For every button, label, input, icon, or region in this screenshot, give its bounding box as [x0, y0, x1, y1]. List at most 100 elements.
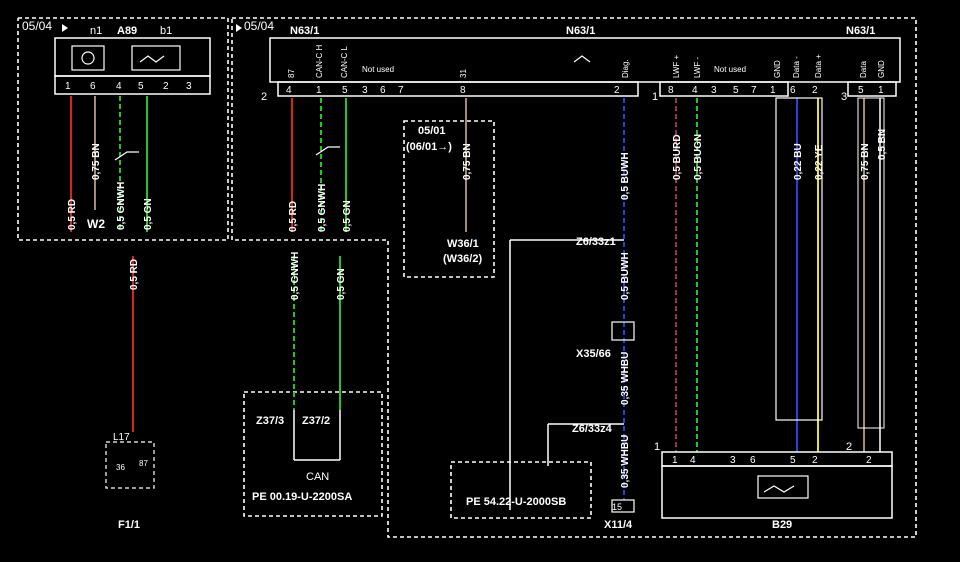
svg-text:0,5 RD: 0,5 RD — [67, 199, 78, 230]
w36-frame — [403, 120, 495, 278]
svg-text:2: 2 — [866, 455, 872, 466]
svg-text:6: 6 — [90, 81, 96, 92]
pe-center-frame — [450, 461, 592, 519]
svg-text:0,5 BUWH: 0,5 BUWH — [620, 152, 631, 200]
svg-text:Data: Data — [859, 61, 868, 78]
svg-text:3: 3 — [730, 455, 736, 466]
ground-w2: W2 — [87, 217, 105, 231]
svg-text:0,75 BN: 0,75 BN — [91, 143, 102, 180]
svg-text:1: 1 — [878, 85, 884, 96]
svg-text:X11/4: X11/4 — [604, 519, 633, 531]
left-sublabel-n1: n1 — [90, 25, 102, 37]
svg-text:PE 54.22-U-2000SB: PE 54.22-U-2000SB — [466, 496, 566, 508]
svg-text:LWF +: LWF + — [672, 54, 681, 78]
svg-text:6: 6 — [380, 85, 386, 96]
svg-text:0,5 BUGN: 0,5 BUGN — [693, 134, 704, 180]
main-date: 05/04 — [244, 19, 274, 33]
svg-text:2: 2 — [812, 455, 818, 466]
svg-text:0,5 GNWH: 0,5 GNWH — [290, 252, 301, 300]
svg-text:8: 8 — [460, 85, 466, 96]
svg-text:0,5 BURD: 0,5 BURD — [672, 134, 683, 180]
svg-text:1: 1 — [652, 91, 658, 103]
svg-text:4: 4 — [116, 81, 122, 92]
svg-text:0,22 BU: 0,22 BU — [793, 143, 804, 180]
svg-text:15: 15 — [612, 502, 622, 512]
svg-text:LWF -: LWF - — [693, 56, 702, 78]
svg-text:PE 00.19-U-2200SA: PE 00.19-U-2200SA — [252, 491, 352, 503]
switch-icon — [573, 55, 591, 63]
svg-text:1: 1 — [672, 455, 678, 466]
svg-text:GND: GND — [773, 60, 782, 78]
svg-text:3: 3 — [841, 91, 847, 103]
svg-text:0,5 GNWH: 0,5 GNWH — [116, 182, 127, 230]
svg-text:Z6/33z4: Z6/33z4 — [572, 423, 613, 435]
svg-text:(06/01→): (06/01→) — [406, 141, 452, 153]
svg-text:0,35 WHBU: 0,35 WHBU — [620, 435, 631, 488]
svg-text:Not used: Not used — [362, 65, 394, 74]
connector-x35 — [611, 321, 635, 341]
svg-text:31: 31 — [459, 69, 468, 78]
svg-text:4: 4 — [690, 455, 696, 466]
svg-text:W36/1: W36/1 — [447, 238, 479, 250]
svg-text:6: 6 — [750, 455, 756, 466]
module-n63-center: N63/1 — [566, 25, 595, 37]
left-sublabel-b1: b1 — [160, 25, 172, 37]
svg-text:B29: B29 — [772, 519, 792, 531]
svg-text:CAN-C H: CAN-C H — [315, 44, 324, 78]
svg-text:87: 87 — [139, 459, 148, 468]
svg-text:0,5 GN: 0,5 GN — [336, 268, 347, 300]
svg-text:2: 2 — [261, 91, 267, 103]
svg-text:F1/1: F1/1 — [118, 519, 140, 531]
left-module: A89 — [117, 25, 137, 37]
svg-text:3: 3 — [711, 85, 717, 96]
module-n63-left: N63/1 — [290, 25, 319, 37]
arrow-icon — [62, 24, 68, 32]
svg-text:1: 1 — [316, 85, 322, 96]
svg-text:7: 7 — [751, 85, 757, 96]
svg-text:CAN: CAN — [306, 471, 329, 483]
module-n63-right: N63/1 — [846, 25, 875, 37]
svg-text:0,5 RD: 0,5 RD — [288, 201, 299, 232]
z37-frame — [243, 391, 383, 517]
svg-text:0,5 BN: 0,5 BN — [877, 129, 888, 160]
svg-text:Not used: Not used — [714, 65, 746, 74]
svg-text:Data -: Data - — [792, 56, 801, 78]
svg-text:0,75 BN: 0,75 BN — [860, 143, 871, 180]
svg-text:2: 2 — [614, 85, 620, 96]
svg-text:5: 5 — [342, 85, 348, 96]
svg-text:1: 1 — [65, 81, 71, 92]
svg-text:0,5 GN: 0,5 GN — [342, 200, 353, 232]
svg-text:8: 8 — [668, 85, 674, 96]
left-frame — [17, 17, 229, 241]
switch-icon — [139, 55, 165, 63]
svg-text:87: 87 — [287, 69, 296, 78]
svg-text:4: 4 — [286, 85, 292, 96]
svg-text:5: 5 — [858, 85, 864, 96]
svg-text:1: 1 — [770, 85, 776, 96]
svg-text:GND: GND — [877, 60, 886, 78]
svg-text:0,5 BUWH: 0,5 BUWH — [620, 252, 631, 300]
svg-text:CAN-C L: CAN-C L — [340, 45, 349, 78]
main-frame — [231, 17, 917, 538]
svg-text:Data +: Data + — [814, 54, 823, 78]
svg-text:0,5 GNWH: 0,5 GNWH — [317, 184, 328, 232]
left-date: 05/04 — [22, 19, 52, 33]
svg-text:X35/66: X35/66 — [576, 348, 611, 360]
svg-text:0,5 RD: 0,5 RD — [129, 259, 140, 290]
svg-text:2: 2 — [812, 85, 818, 96]
svg-text:3: 3 — [362, 85, 368, 96]
svg-text:0,5 GN: 0,5 GN — [143, 198, 154, 230]
svg-text:2: 2 — [846, 441, 852, 453]
svg-text:3: 3 — [186, 81, 192, 92]
svg-text:2: 2 — [163, 81, 169, 92]
svg-text:0,75 BN: 0,75 BN — [462, 143, 473, 180]
svg-text:1: 1 — [654, 441, 660, 453]
svg-text:5: 5 — [138, 81, 144, 92]
svg-text:Z37/3: Z37/3 — [256, 415, 284, 427]
svg-text:5: 5 — [790, 455, 796, 466]
svg-text:5: 5 — [733, 85, 739, 96]
svg-text:Diag.: Diag. — [621, 59, 630, 78]
svg-text:L17: L17 — [113, 432, 130, 443]
svg-text:7: 7 — [398, 85, 404, 96]
